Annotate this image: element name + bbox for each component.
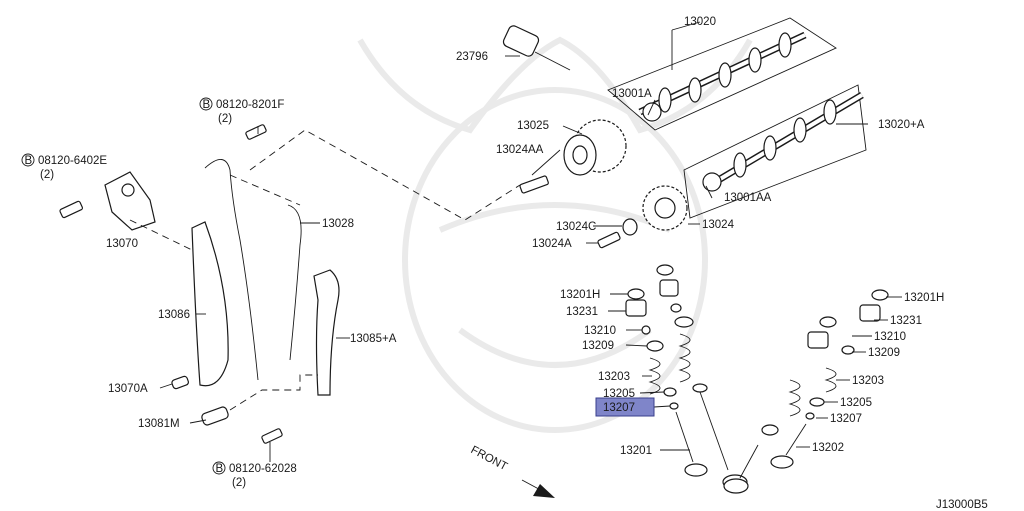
valve-stack-right[interactable] xyxy=(723,289,889,494)
label-13210-right[interactable]: 13210 xyxy=(874,331,906,343)
washer-13024C[interactable] xyxy=(622,218,638,236)
label-13202[interactable]: 13202 xyxy=(812,442,844,454)
camshaft-13020-box xyxy=(607,17,837,131)
label-13209-right[interactable]: 13209 xyxy=(868,347,900,359)
label-13020[interactable]: 13020 xyxy=(684,16,716,28)
label-08120-6402E-qty: (2) xyxy=(40,169,54,181)
ref-line-4 xyxy=(229,374,318,411)
tensioner-13081M[interactable] xyxy=(201,406,230,426)
bolt-symbol-icon xyxy=(21,153,35,167)
label-13207-left[interactable]: 13207 xyxy=(603,402,635,414)
label-08120-6402E[interactable]: 08120-6402E xyxy=(38,155,107,167)
label-13086[interactable]: 13086 xyxy=(158,309,190,321)
label-13231-right[interactable]: 13231 xyxy=(890,315,922,327)
front-arrow xyxy=(521,479,555,498)
bolt-symbol-letter: B xyxy=(203,99,211,111)
bolt-13024A[interactable] xyxy=(597,231,621,249)
chain-13028-upper[interactable] xyxy=(204,159,302,381)
label-13205-left[interactable]: 13205 xyxy=(603,388,635,400)
label-23796[interactable]: 23796 xyxy=(456,51,488,63)
label-13001A[interactable]: 13001A xyxy=(612,88,652,100)
label-13070[interactable]: 13070 xyxy=(106,238,138,250)
label-13024A[interactable]: 13024A xyxy=(532,238,572,250)
label-13020A[interactable]: 13020+A xyxy=(878,119,925,131)
chain-guide-13086[interactable] xyxy=(191,221,229,387)
ref-line-1 xyxy=(249,129,521,221)
label-08120-8201F-qty: (2) xyxy=(218,113,232,125)
label-13028[interactable]: 13028 xyxy=(322,218,354,230)
bolt-13024AA[interactable] xyxy=(519,175,549,194)
label-13203-left[interactable]: 13203 xyxy=(598,371,630,383)
bolt-symbol-letter: B xyxy=(25,155,33,167)
sensor-23796[interactable] xyxy=(502,24,571,71)
label-13201H-left[interactable]: 13201H xyxy=(560,289,600,301)
label-13207-right[interactable]: 13207 xyxy=(830,413,862,425)
label-13024[interactable]: 13024 xyxy=(702,219,735,231)
bolt-symbol-icon xyxy=(199,97,213,111)
label-13209-left[interactable]: 13209 xyxy=(582,340,614,352)
label-13231-left[interactable]: 13231 xyxy=(566,306,598,318)
sprocket-13025[interactable] xyxy=(563,119,627,176)
label-13201H-right[interactable]: 13201H xyxy=(904,292,944,304)
label-13201[interactable]: 13201 xyxy=(620,445,652,457)
label-13210-left[interactable]: 13210 xyxy=(584,325,616,337)
camshaft-13020A[interactable] xyxy=(702,91,864,192)
highlight-13207 xyxy=(595,397,655,417)
chain-guide-13085A[interactable] xyxy=(313,269,340,396)
label-13001AA[interactable]: 13001AA xyxy=(724,192,772,204)
label-13024AA[interactable]: 13024AA xyxy=(496,144,544,156)
label-13085A[interactable]: 13085+A xyxy=(350,333,397,345)
bolt-08120-6402E[interactable] xyxy=(59,200,84,219)
part-labels: 13020 23796 13001A 13020+A 13025 13024AA… xyxy=(21,16,988,511)
front-label: FRONT xyxy=(469,444,510,473)
camshaft-13020A-box xyxy=(683,84,867,219)
label-08120-62028[interactable]: 08120-62028 xyxy=(229,463,297,475)
tensioner-13070[interactable] xyxy=(104,171,156,231)
bolt-08120-62028[interactable] xyxy=(261,428,283,444)
leader-lines xyxy=(159,21,902,462)
label-13203-right[interactable]: 13203 xyxy=(852,375,884,387)
label-08120-8201F[interactable]: 08120-8201F xyxy=(216,99,284,111)
pin-13070A[interactable] xyxy=(171,375,189,390)
bolt-symbol-icon xyxy=(212,461,226,475)
bolt-symbol-letter: B xyxy=(216,463,224,475)
bolt-08120-8201F[interactable] xyxy=(245,124,267,140)
label-13070A[interactable]: 13070A xyxy=(108,383,148,395)
label-13205-right[interactable]: 13205 xyxy=(840,397,872,409)
label-08120-62028-qty: (2) xyxy=(232,477,246,489)
sprocket-13024[interactable] xyxy=(642,185,688,231)
label-13081M[interactable]: 13081M xyxy=(138,418,180,430)
label-13025[interactable]: 13025 xyxy=(517,120,549,132)
camshaft-13020[interactable] xyxy=(638,31,807,122)
label-13024C[interactable]: 13024C xyxy=(556,221,596,233)
diagram-id: J13000B5 xyxy=(936,499,988,511)
ref-line-2 xyxy=(229,174,301,206)
